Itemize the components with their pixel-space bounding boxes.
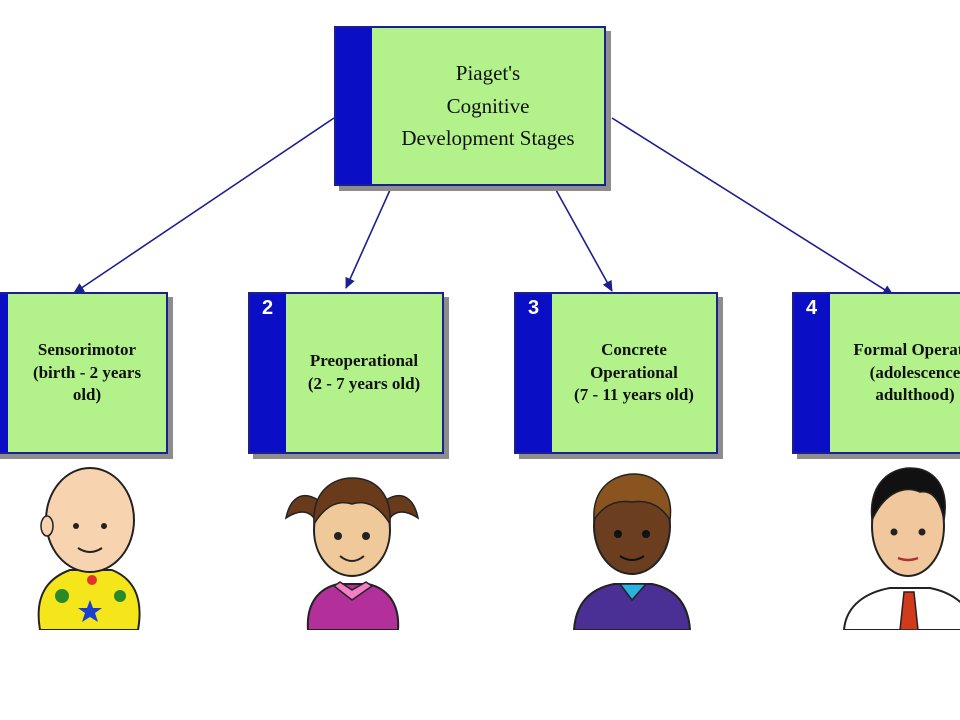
arrow-to-concrete-operational	[555, 189, 613, 292]
baby-head	[45, 467, 135, 573]
boy-illustration	[572, 473, 692, 630]
eye	[642, 530, 650, 538]
arrow-to-formal-operational	[611, 117, 894, 296]
shirt-dot	[87, 575, 97, 585]
eye	[918, 528, 926, 536]
stage-node-concrete-operational: 3 Concrete Operational (7 - 11 years old…	[514, 292, 718, 454]
stage-number: 3	[528, 297, 540, 319]
stage-bar	[0, 294, 8, 452]
baby-illustration	[37, 467, 141, 630]
eye	[362, 532, 370, 540]
eye	[73, 523, 79, 529]
stage-line: Concrete	[601, 339, 667, 359]
stage-label: Preoperational (2 - 7 years old)	[286, 294, 442, 452]
shirt-dot	[114, 590, 126, 602]
stage-bar: 3	[516, 294, 552, 452]
girl-illustration	[284, 477, 420, 630]
boy-hair	[593, 473, 672, 523]
t-shirt-collar	[618, 583, 648, 602]
mouth	[77, 547, 103, 553]
root-line-1: Piaget's	[455, 61, 521, 86]
stage-line: (7 - 11 years old)	[574, 385, 694, 405]
stage-label: Formal Operatio (adolescence adulthood)	[830, 294, 960, 452]
root-node-label: Piaget's Cognitive Development Stages	[372, 28, 604, 184]
stage-number: 4	[806, 297, 818, 319]
stage-bar: 2	[250, 294, 286, 452]
eye	[334, 532, 342, 540]
boy-shirt	[572, 583, 692, 630]
arrow-to-preoperational	[345, 189, 391, 289]
stage-line: Preoperational	[309, 351, 419, 371]
shirt-dot	[55, 589, 69, 603]
stage-line: (2 - 7 years old)	[307, 374, 421, 393]
stage-line: Sensorimotor	[37, 339, 137, 359]
eye	[101, 523, 107, 529]
stage-node-formal-operational: 4 Formal Operatio (adolescence adulthood…	[792, 292, 960, 454]
stage-line: Operational	[590, 362, 678, 382]
eye	[614, 530, 622, 538]
stage-label: Sensorimotor (birth - 2 years old)	[8, 294, 166, 452]
ear	[40, 515, 54, 537]
root-line-2: Cognitive	[446, 93, 530, 118]
baby-shirt	[37, 569, 141, 630]
arrow-to-sensorimotor	[73, 117, 335, 294]
stage-node-preoperational: 2 Preoperational (2 - 7 years old)	[248, 292, 444, 454]
stage-number: 2	[262, 297, 274, 319]
eye	[890, 528, 898, 536]
girl-hair	[313, 477, 391, 527]
stage-line: (birth - 2 years	[32, 362, 142, 382]
mouth	[897, 556, 919, 562]
stage-bar: 4	[794, 294, 830, 452]
stage-line: (adolescence	[869, 362, 960, 382]
root-line-3: Development Stages	[401, 126, 575, 151]
star-icon	[78, 600, 102, 622]
collar	[332, 581, 374, 601]
stage-node-sensorimotor: Sensorimotor (birth - 2 years old)	[0, 292, 168, 454]
stage-line: Formal Operatio	[853, 339, 960, 359]
tie	[899, 591, 919, 630]
pigtail-left	[284, 495, 319, 520]
mouth	[339, 555, 365, 562]
stage-label: Concrete Operational (7 - 11 years old)	[552, 294, 716, 452]
man-hair	[870, 467, 946, 523]
pigtail-right	[385, 495, 420, 520]
mouth	[619, 555, 645, 561]
stage-line: adulthood)	[875, 385, 955, 405]
root-node-bar	[336, 28, 372, 184]
man-illustration	[842, 467, 960, 630]
stage-line: old)	[72, 385, 102, 405]
root-node: Piaget's Cognitive Development Stages	[334, 26, 606, 186]
